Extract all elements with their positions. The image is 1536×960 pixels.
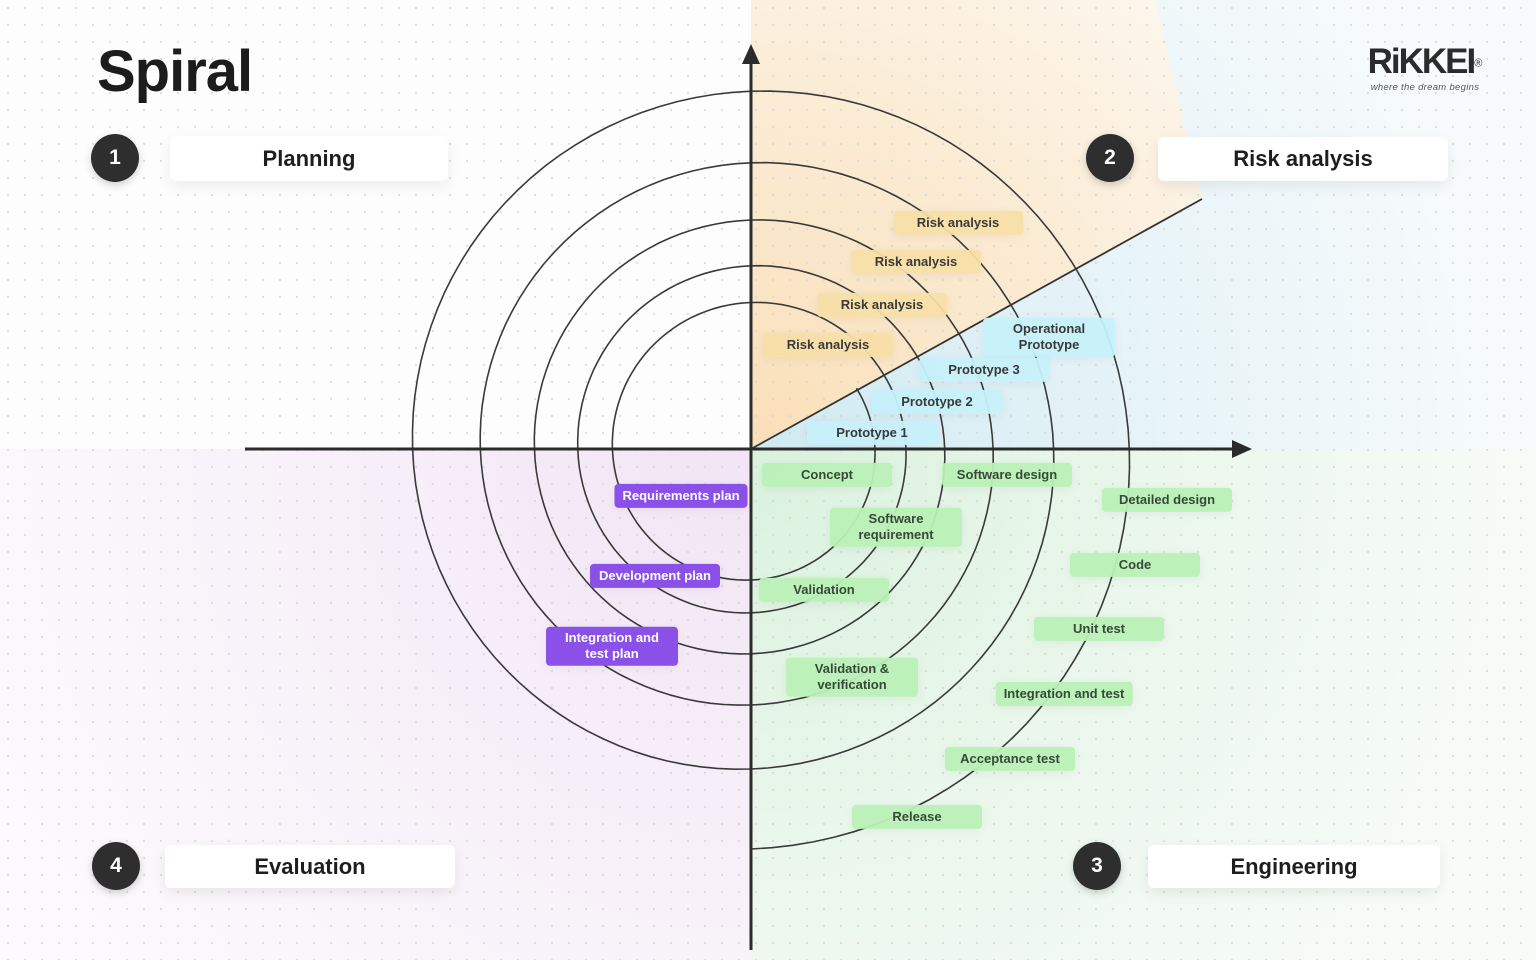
quadrant-label-risk-analysis: Risk analysis <box>1158 137 1448 181</box>
stage-tag-risk-analysis-2: Risk analysis <box>851 249 981 275</box>
stage-tag-acceptance-test: Acceptance test <box>945 746 1075 772</box>
rikkei-logo-wordmark: RiKKEI® <box>1360 44 1490 79</box>
quadrant-badge-4: 4 <box>92 842 140 890</box>
rikkei-logo: RiKKEI® where the dream begins <box>1360 44 1490 93</box>
quadrant-label-engineering: Engineering <box>1148 845 1440 888</box>
stage-tag-validation: Validation <box>759 577 889 603</box>
stage-tag-detailed-design: Detailed design <box>1102 487 1232 513</box>
stage-tag-unit-test: Unit test <box>1034 616 1164 642</box>
quadrant-badge-1: 1 <box>91 134 139 182</box>
stage-tag-development-plan: Development plan <box>590 563 720 589</box>
stage-tag-integration-and-test: Integration and test <box>995 681 1133 707</box>
stage-tag-risk-analysis-4: Risk analysis <box>763 332 893 358</box>
stage-tag-operational-prototype: Operational Prototype <box>983 317 1115 357</box>
stage-tag-integration-and-test-plan: Integration and test plan <box>546 626 678 666</box>
stage-tag-software-design: Software design <box>942 462 1072 488</box>
stage-tag-prototype-3: Prototype 3 <box>919 357 1049 383</box>
stage-tag-risk-analysis-3: Risk analysis <box>817 292 947 318</box>
spiral-curve <box>411 90 1131 850</box>
x-axis-arrowhead <box>1232 440 1252 458</box>
diagonal-divider-line <box>750 198 1203 450</box>
stage-tag-code: Code <box>1070 552 1200 578</box>
quadrant-badge-2: 2 <box>1086 134 1134 182</box>
stage-tag-risk-analysis-1: Risk analysis <box>893 210 1023 236</box>
page-title: Spiral <box>97 39 253 104</box>
stage-tag-prototype-2: Prototype 2 <box>872 389 1002 415</box>
rikkei-brand-text: RiKKEI <box>1367 42 1477 81</box>
stage-tag-software-requirement: Software requirement <box>830 507 962 547</box>
stage-tag-requirements-plan: Requirements plan <box>614 483 748 509</box>
stage-tag-release: Release <box>852 804 982 830</box>
rikkei-tagline: where the dream begins <box>1370 82 1480 93</box>
quadrant-label-evaluation: Evaluation <box>165 845 455 888</box>
quadrant-badge-3: 3 <box>1073 842 1121 890</box>
quadrant-label-planning: Planning <box>170 136 448 181</box>
stage-tag-prototype-1: Prototype 1 <box>807 420 937 446</box>
registered-mark: ® <box>1474 57 1483 70</box>
stage-tag-concept: Concept <box>762 462 892 488</box>
stage-tag-validation-verification: Validation & verification <box>786 657 918 697</box>
y-axis-arrowhead <box>742 44 760 64</box>
